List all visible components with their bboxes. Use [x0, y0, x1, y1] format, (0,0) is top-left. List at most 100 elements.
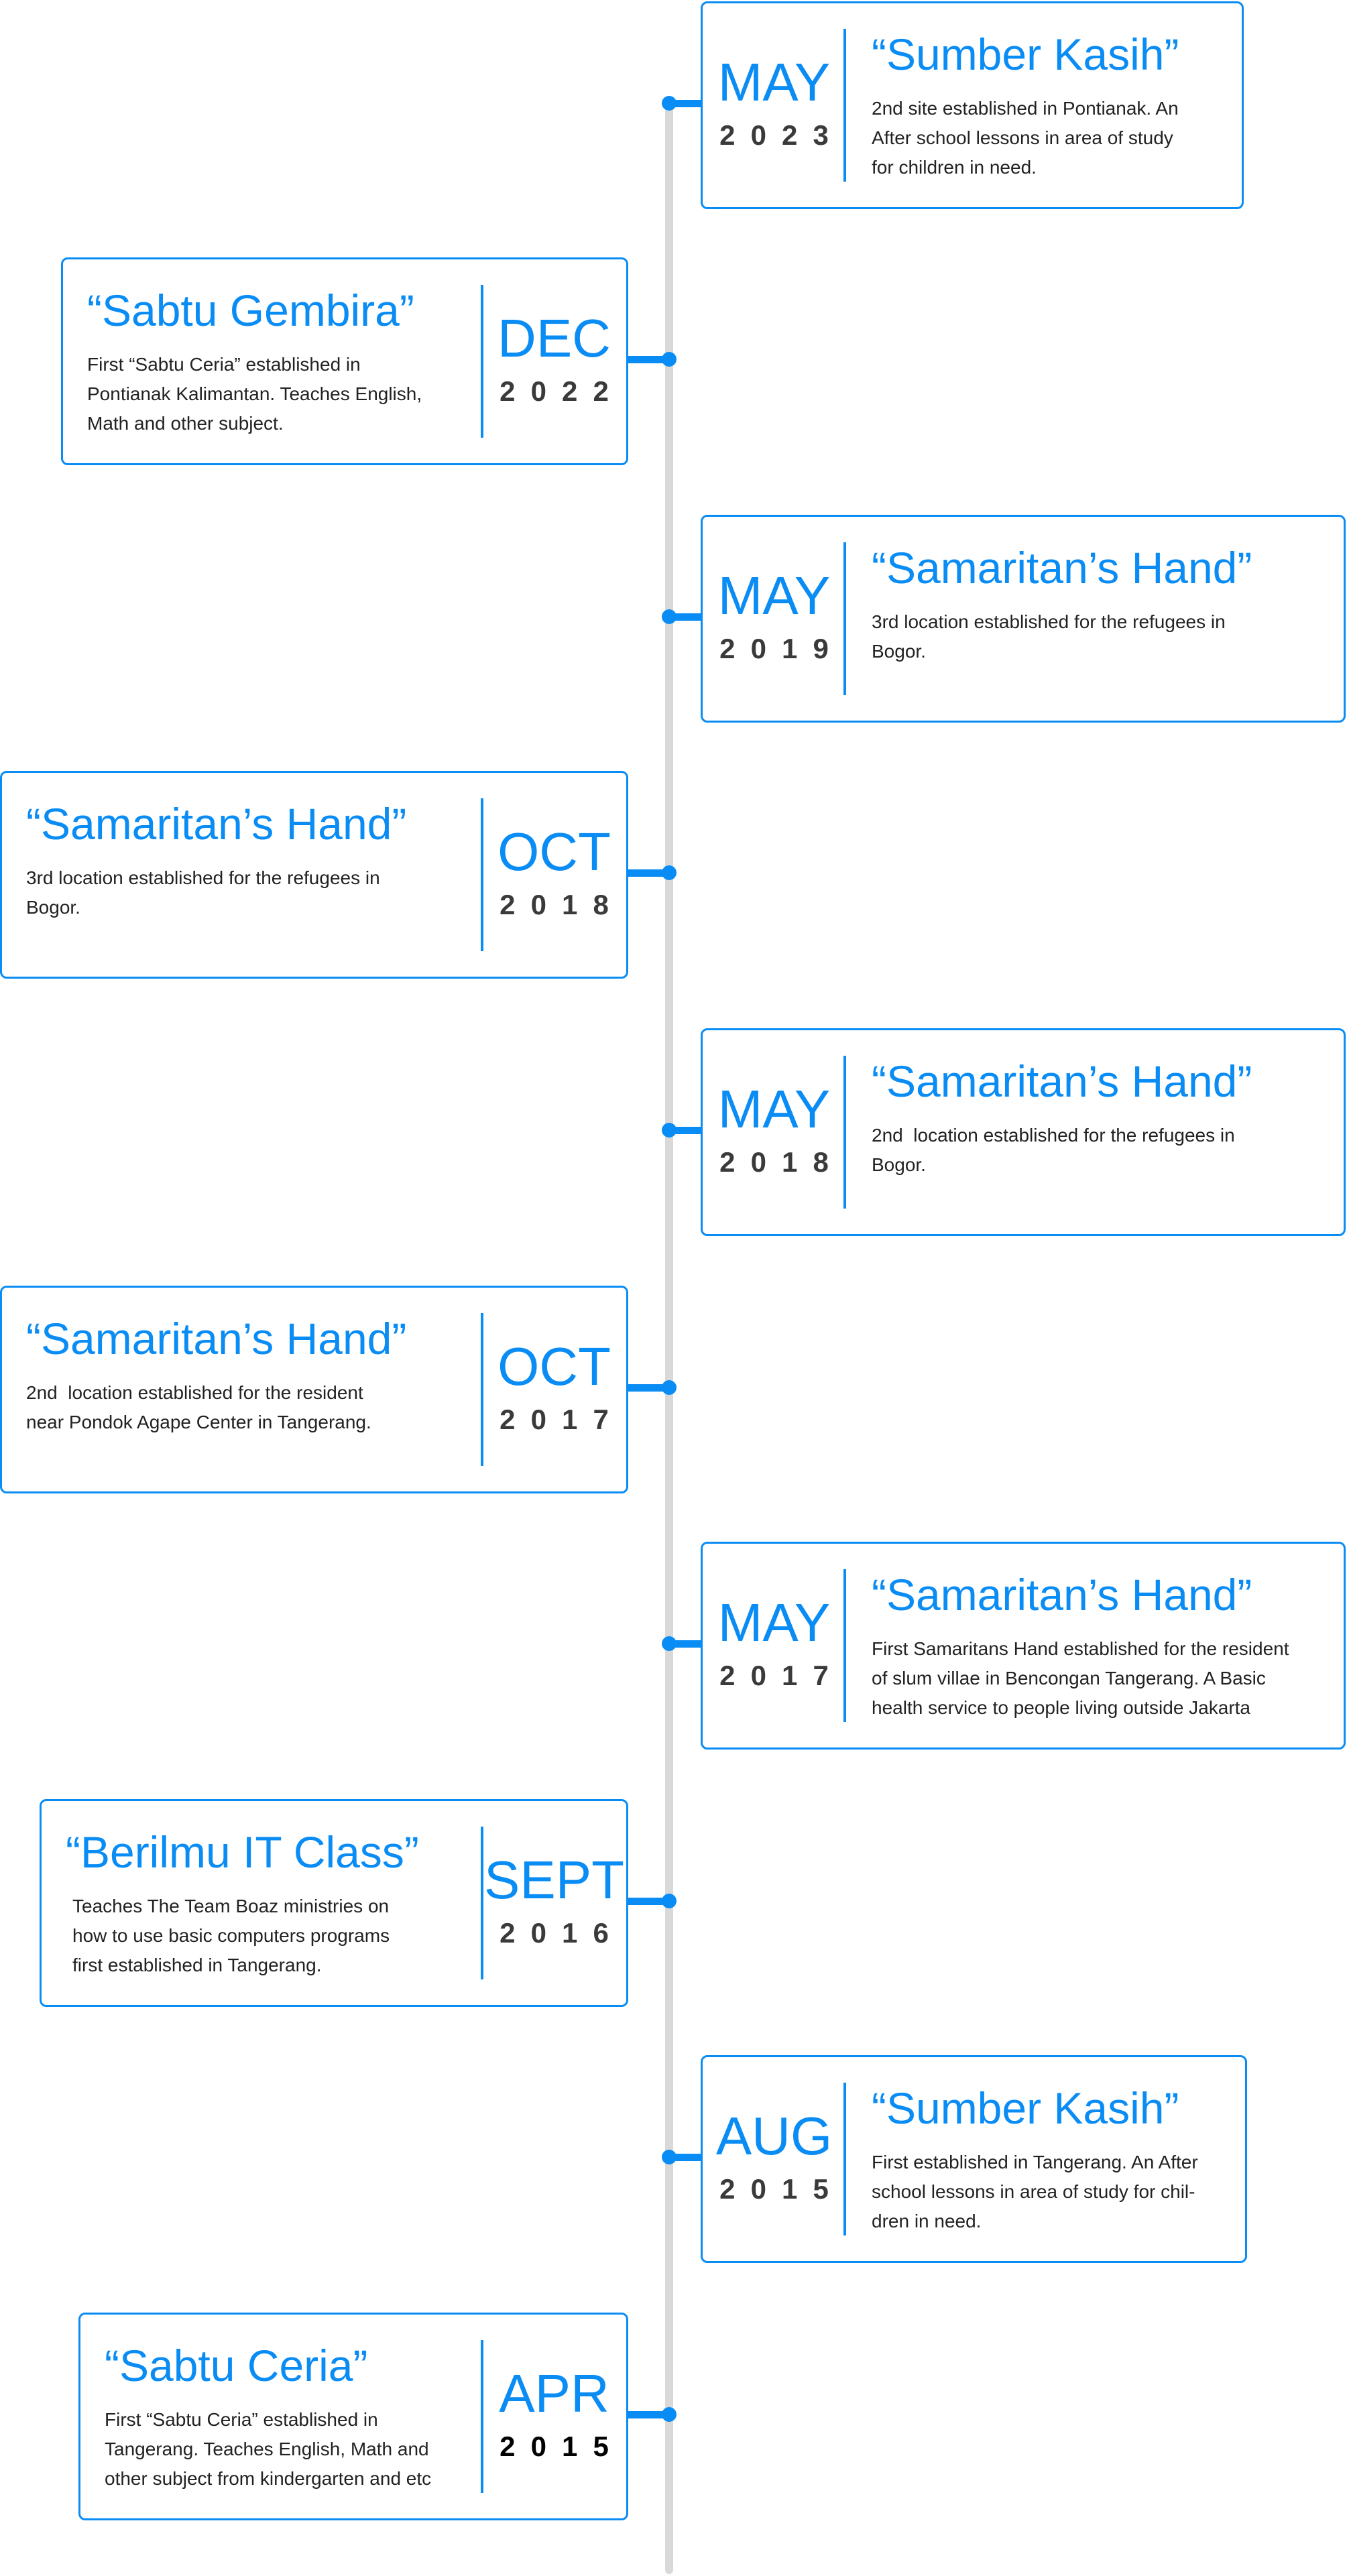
- timeline-connector: [627, 356, 669, 363]
- event-description: First “Sabtu Ceria” established in Tange…: [105, 2408, 432, 2489]
- event-date: MAY 2019: [703, 517, 845, 721]
- divider: [843, 542, 846, 695]
- divider: [481, 798, 483, 951]
- event-date: OCT 2018: [482, 773, 626, 977]
- divider: [843, 2083, 846, 2235]
- event-year: 2015: [500, 2431, 624, 2462]
- timeline-connector: [627, 869, 669, 877]
- timeline-dot-icon: [662, 2407, 677, 2422]
- event-title: “Samaritan’s Hand”: [872, 1570, 1252, 1619]
- event-date: MAY 2018: [703, 1030, 845, 1234]
- event-text: “Sumber Kasih” First established in Tange…: [872, 2084, 1198, 2236]
- event-year: 2019: [719, 633, 844, 664]
- event-title: “Samaritan’s Hand”: [26, 799, 407, 849]
- event-text: “Berilmu IT Class” Teaches The Team Boaz …: [66, 1828, 419, 1980]
- event-month: MAY: [717, 52, 831, 112]
- event-date: SEPT 2016: [482, 1801, 626, 2005]
- event-month: OCT: [497, 822, 611, 881]
- event-year: 2017: [500, 1404, 624, 1435]
- event-month: SEPT: [484, 1850, 624, 1910]
- timeline-dot-icon: [662, 1123, 677, 1138]
- event-description: First established in Tangerang. An After…: [872, 2151, 1198, 2231]
- event-date: MAY 2023: [703, 3, 845, 207]
- event-text: “Sabtu Ceria” First “Sabtu Ceria” establi…: [105, 2341, 431, 2494]
- event-year: 2017: [719, 1660, 844, 1691]
- event-title: “Sumber Kasih”: [872, 29, 1179, 79]
- event-title: “Samaritan’s Hand”: [26, 1314, 407, 1363]
- event-title: “Sumber Kasih”: [872, 2083, 1179, 2133]
- event-month: OCT: [497, 1337, 611, 1396]
- timeline-event-card: APR 2015 “Sabtu Ceria” First “Sabtu Ceria” …: [78, 2313, 628, 2520]
- timeline-dot-icon: [662, 865, 677, 880]
- event-description: First “Sabtu Ceria” established in Ponti…: [87, 353, 422, 434]
- event-year: 2018: [719, 1146, 844, 1178]
- event-year: 2015: [719, 2173, 844, 2205]
- timeline-dot-icon: [662, 2150, 677, 2164]
- timeline-connector: [627, 2411, 669, 2418]
- event-month: DEC: [497, 308, 611, 368]
- timeline-connector: [627, 1898, 669, 1905]
- timeline-dot-icon: [662, 609, 677, 624]
- event-month: MAY: [717, 1593, 831, 1652]
- timeline-connector: [669, 1127, 702, 1134]
- event-text: “Samaritan’s Hand” 3rd location establish…: [26, 800, 406, 922]
- timeline-event-card: OCT 2017 “Samaritan’s Hand” 2nd location es…: [0, 1286, 628, 1493]
- event-year: 2016: [500, 1917, 624, 1949]
- timeline-event-card: MAY 2017 “Samaritan’s Hand” First Samaritan…: [701, 1542, 1346, 1750]
- timeline-connector: [627, 1384, 669, 1392]
- event-date: MAY 2017: [703, 1544, 845, 1747]
- event-title: “Samaritan’s Hand”: [872, 543, 1252, 593]
- event-text: “Samaritan’s Hand” First Samaritans Hand …: [872, 1571, 1289, 1723]
- event-month: APR: [499, 2364, 609, 2423]
- event-description: First Samaritans Hand established for th…: [872, 1638, 1289, 1718]
- event-date: DEC 2022: [482, 259, 626, 463]
- event-month: MAY: [717, 566, 831, 625]
- event-year: 2022: [500, 375, 624, 407]
- timeline-event-card: MAY 2018 “Samaritan’s Hand” 2nd location es…: [701, 1028, 1346, 1236]
- timeline-dot-icon: [662, 1894, 677, 1908]
- event-year: 2023: [719, 119, 844, 151]
- timeline-connector: [669, 2154, 702, 2161]
- event-text: “Samaritan’s Hand” 2nd location establish…: [26, 1314, 406, 1437]
- divider: [843, 1569, 846, 1722]
- event-description: Teaches The Team Boaz ministries on how …: [72, 1895, 390, 1975]
- divider: [843, 1056, 846, 1209]
- timeline-connector: [669, 100, 702, 107]
- timeline-event-card: OCT 2018 “Samaritan’s Hand” 3rd location es…: [0, 771, 628, 979]
- timeline-dot-icon: [662, 1636, 677, 1651]
- divider: [843, 29, 846, 182]
- event-month: MAY: [717, 1079, 831, 1139]
- event-title: “Sabtu Gembira”: [87, 286, 414, 335]
- timeline-axis: [665, 101, 673, 2574]
- timeline-event-card: SEPT 2016 “Berilmu IT Class” Teaches The Te…: [40, 1799, 628, 2007]
- event-text: “Sumber Kasih” 2nd site established in Po…: [872, 30, 1179, 182]
- event-title: “Sabtu Ceria”: [105, 2341, 368, 2390]
- divider: [481, 1827, 483, 1979]
- timeline-dot-icon: [662, 96, 677, 111]
- event-text: “Samaritan’s Hand” 2nd location establish…: [872, 1057, 1252, 1180]
- timeline-event-card: DEC 2022 “Sabtu Gembira” First “Sabtu Ceria…: [61, 257, 628, 465]
- timeline-dot-icon: [662, 1380, 677, 1395]
- event-date: APR 2015: [482, 2315, 626, 2518]
- timeline-event-card: MAY 2023 “Sumber Kasih” 2nd site establishe…: [701, 1, 1244, 209]
- timeline-connector: [669, 613, 702, 621]
- event-year: 2018: [500, 889, 624, 920]
- timeline-dot-icon: [662, 352, 677, 367]
- event-description: 3rd location established for the refugee…: [872, 611, 1226, 662]
- timeline-event-card: MAY 2019 “Samaritan’s Hand” 3rd location es…: [701, 515, 1346, 723]
- event-description: 2nd location established for the refugee…: [872, 1124, 1235, 1175]
- event-title: “Berilmu IT Class”: [66, 1827, 419, 1877]
- event-description: 3rd location established for the refugee…: [26, 867, 380, 918]
- event-text: “Sabtu Gembira” First “Sabtu Ceria” estab…: [87, 286, 422, 438]
- event-title: “Samaritan’s Hand”: [872, 1056, 1252, 1106]
- divider: [481, 285, 483, 438]
- event-description: 2nd site established in Pontianak. An Af…: [872, 97, 1179, 178]
- divider: [481, 1313, 483, 1466]
- divider: [481, 2340, 483, 2493]
- event-date: OCT 2017: [482, 1288, 626, 1491]
- event-text: “Samaritan’s Hand” 3rd location establish…: [872, 544, 1252, 666]
- timeline-connector: [669, 1640, 702, 1648]
- event-description: 2nd location established for the residen…: [26, 1382, 371, 1432]
